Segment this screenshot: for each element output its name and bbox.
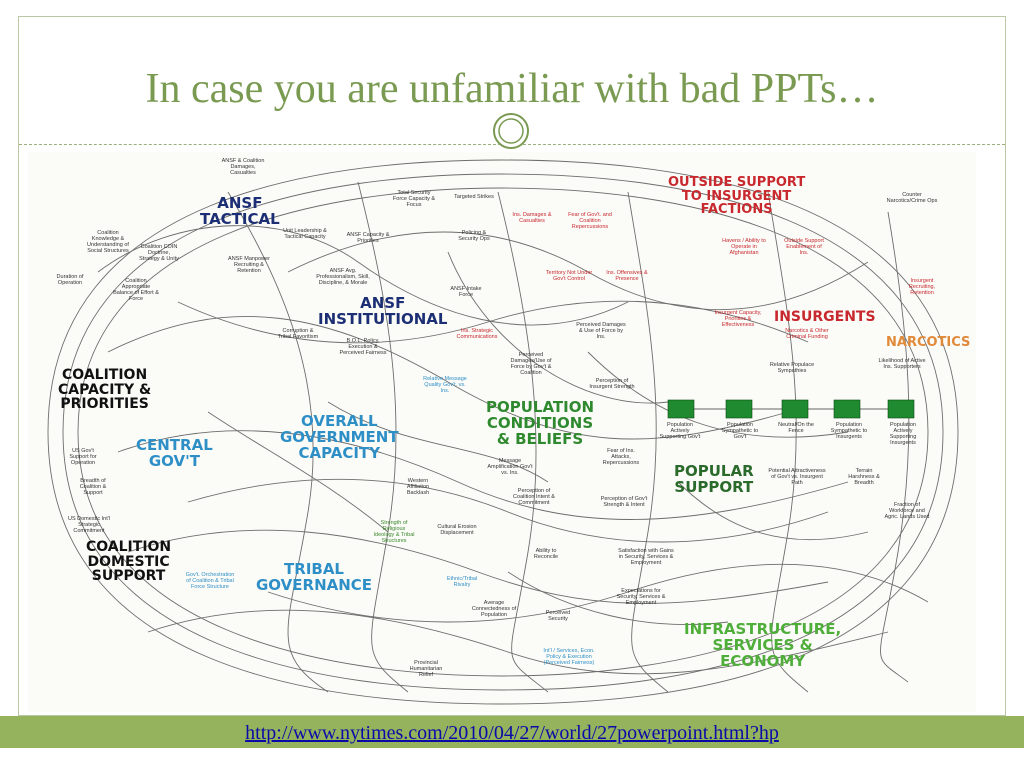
node-label: Fear of Ins. Attacks, Repercussions	[602, 448, 640, 467]
slide-title: In case you are unfamiliar with bad PPTs…	[145, 66, 879, 112]
label-population: POPULATION CONDITIONS & BELIEFS	[486, 398, 595, 448]
label-overall-govt: OVERALL GOVERNMENT CAPACITY	[280, 412, 399, 462]
label-tribal-governance: TRIBAL GOVERNANCE	[256, 560, 373, 594]
node-label: Outside Support Enablement of Ins.	[784, 238, 824, 257]
node-label: Population Actively Supporting Insurgent…	[889, 422, 917, 447]
node-label: Counter Narcotics/Crime Ops	[886, 192, 938, 205]
node-label: Narcotics & Other Criminal Funding	[785, 328, 829, 341]
node-label: Policing & Security Ops	[458, 230, 490, 243]
node-label: Perception of Insurgent Strength	[589, 378, 635, 391]
node-label: Duration of Operation	[56, 274, 84, 287]
node-label: Perceived Security	[545, 610, 571, 623]
label-ansf-institutional: ANSF INSTITUTIONAL	[318, 294, 448, 328]
decorative-ring-icon	[493, 113, 529, 149]
node-label: Int'l / Services, Econ. Policy & Executi…	[543, 648, 595, 667]
node-label: Breadth of Coalition & Support	[79, 478, 107, 497]
label-central-govt: CENTRAL GOV'T	[136, 436, 213, 470]
node-label: Western Affiliation Backlash	[406, 478, 430, 497]
node-label: Average Connectedness of Population	[471, 600, 517, 619]
node-label: Insurgent Recruiting, Retention	[908, 278, 936, 297]
node-label: Corruption & Tribal Favoritism	[277, 328, 319, 341]
node-label: Fear of Gov't. and Coalition Repercussio…	[568, 212, 612, 231]
node-label: Territory Not Under Gov't Control	[545, 270, 593, 283]
node-label: ANSF & Coalition Damages, Casualties	[221, 158, 265, 177]
node-label: Terrain Harshness & Breadth	[848, 468, 880, 487]
title-box: In case you are unfamiliar with bad PPTs…	[19, 17, 1005, 145]
node-label: Havens / Ability to Operate in Afghanist…	[722, 238, 766, 257]
node-label: ANSF Avg. Professionalism, Skill, Discip…	[316, 268, 370, 287]
node-label: Perception of Gov't Strength & Intent	[600, 496, 648, 509]
label-coalition-capacity: COALITION CAPACITY & PRIORITIES	[58, 367, 152, 413]
node-label: Coalition COIN Doctrine, Strategy & Unit…	[139, 244, 179, 263]
node-label: ANSF Intake Force	[450, 286, 482, 299]
node-label: Perceived Damages & Use of Force by Ins.	[576, 322, 626, 341]
node-label: Expectations for Security, Services & Em…	[616, 588, 666, 607]
node-label: Targeted Strikes	[454, 194, 494, 200]
spaghetti-diagram: ANSF TACTICAL ANSF INSTITUTIONAL OUTSIDE…	[28, 152, 976, 712]
node-label: Population Sympathetic to Gov't	[721, 422, 759, 441]
node-label: US Domestic Int'l Strategic Commitment	[67, 516, 110, 535]
node-label: Ability to Reconcile	[533, 548, 559, 561]
node-label: ANSF Manpower Recruiting & Retention	[228, 256, 270, 275]
label-insurgents: INSURGENTS	[774, 309, 876, 325]
label-ansf-tactical: ANSF TACTICAL	[200, 194, 280, 228]
node-label: Population Sympathetic to Insurgents	[830, 422, 868, 441]
node-label: Potential Attractiveness of Gov't vs. In…	[768, 468, 826, 487]
node-label: Gov't. Orchestration of Coalition & Trib…	[185, 572, 235, 591]
node-label: Perception of Coalition Intent & Commitm…	[513, 488, 555, 507]
node-label: Cultural Erosion Displacement	[437, 524, 477, 537]
node-label: Message Amplification Gov't vs. Ins.	[487, 458, 533, 477]
node-label: Unit Leadership & Tactical Capacity	[283, 228, 327, 241]
node-label: Strength of Religious Ideology & Tribal …	[373, 520, 415, 545]
diagram-connections	[47, 159, 959, 705]
node-label: Satisfaction with Gains in Security, Ser…	[618, 548, 674, 567]
node-label: Population Actively Supporting Gov't	[659, 422, 701, 441]
node-label: Neutral/On the Fence	[778, 422, 814, 435]
footer-bar: http://www.nytimes.com/2010/04/27/world/…	[0, 716, 1024, 748]
node-label: Ethnic/Tribal Rivalry	[446, 576, 478, 589]
label-coalition-domestic: COALITION DOMESTIC SUPPORT	[86, 539, 172, 585]
node-label: US Gov't Support for Operation	[69, 448, 97, 467]
node-label: B.O.L. Policy, Execution & Perceived Fai…	[339, 338, 387, 357]
node-label: Total Security Force Capacity & Focus	[392, 190, 436, 209]
node-label: Insurgent Capacity, Priorities & Effecti…	[714, 310, 762, 329]
node-label: Ins. Strategic Communications	[456, 328, 498, 341]
source-link[interactable]: http://www.nytimes.com/2010/04/27/world/…	[245, 722, 779, 744]
label-outside-support: OUTSIDE SUPPORT TO INSURGENT FACTIONS	[668, 175, 806, 218]
node-label: Relative Populace Sympathies	[769, 362, 815, 375]
node-label: ANSF Capacity & Priorities	[346, 232, 390, 245]
label-narcotics: NARCOTICS	[886, 335, 971, 350]
node-label: Likelihood of Active Ins. Supporters	[878, 358, 926, 371]
label-popular-support: POPULAR SUPPORT	[674, 462, 754, 496]
node-label: Ins. Offensives & Presence	[606, 270, 648, 283]
node-label: Coalition Knowledge & Understanding of S…	[87, 230, 129, 255]
node-label: Provincial Humanitarian Relief	[409, 660, 443, 679]
node-label: Perceived Damages/Use of Force by Gov't …	[510, 352, 552, 377]
node-label: Fraction of Workforce and Agric. Lands U…	[884, 502, 930, 521]
node-label: Relative Message Quality Gov't. vs. Ins.	[423, 376, 467, 395]
node-label: Coalition Appropriate Balance of Effort …	[113, 278, 159, 303]
node-label: Ins. Damages & Casualties	[512, 212, 552, 225]
label-infrastructure: INFRASTRUCTURE, SERVICES & ECONOMY	[684, 620, 842, 670]
slide-frame: In case you are unfamiliar with bad PPTs…	[18, 16, 1006, 716]
